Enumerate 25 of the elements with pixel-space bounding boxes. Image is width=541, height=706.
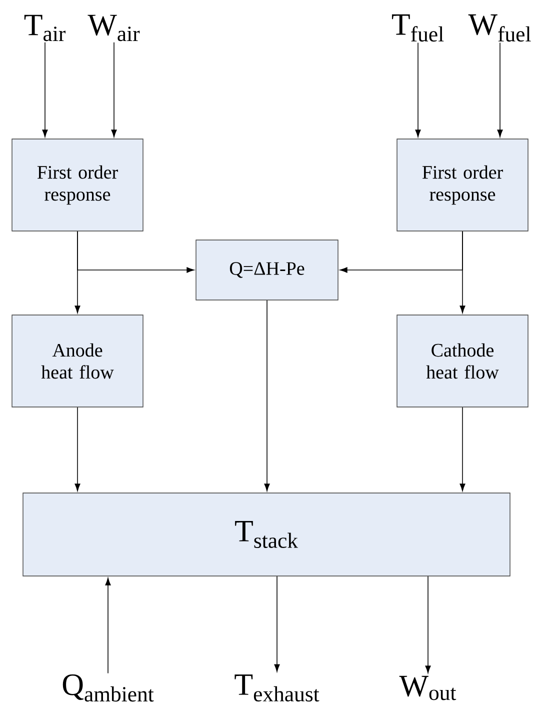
variable-label: T$_{air}$ — [24, 14, 66, 42]
arrow — [105, 578, 111, 674]
block-box: T$_{stack}$ — [22, 492, 510, 576]
arrow — [74, 406, 80, 492]
variable-label: T$_{exhaust}$ — [234, 674, 320, 702]
arrow — [460, 406, 466, 492]
arrow — [111, 42, 117, 138]
variable-label: W$_{out}$ — [399, 676, 456, 700]
variable-label: Q$_{ambient}$ — [62, 674, 154, 702]
block-box: Anode heat flow — [12, 314, 144, 408]
variable-label: W$_{fuel}$ — [468, 14, 531, 42]
arrow — [74, 230, 80, 314]
arrow — [497, 42, 503, 138]
block-box: Cathode heat flow — [396, 314, 528, 408]
arrow — [425, 576, 431, 674]
arrow — [460, 230, 466, 314]
arrow — [42, 42, 48, 138]
block-box: First order response — [12, 138, 144, 232]
block-box: First order response — [396, 138, 528, 232]
arrow — [264, 300, 270, 492]
arrow — [415, 42, 421, 138]
variable-label: W$_{air}$ — [88, 14, 140, 42]
variable-label: T$_{fuel}$ — [392, 14, 444, 42]
block-box: Q=ΔH-Pe — [196, 240, 338, 300]
arrow — [274, 576, 280, 672]
